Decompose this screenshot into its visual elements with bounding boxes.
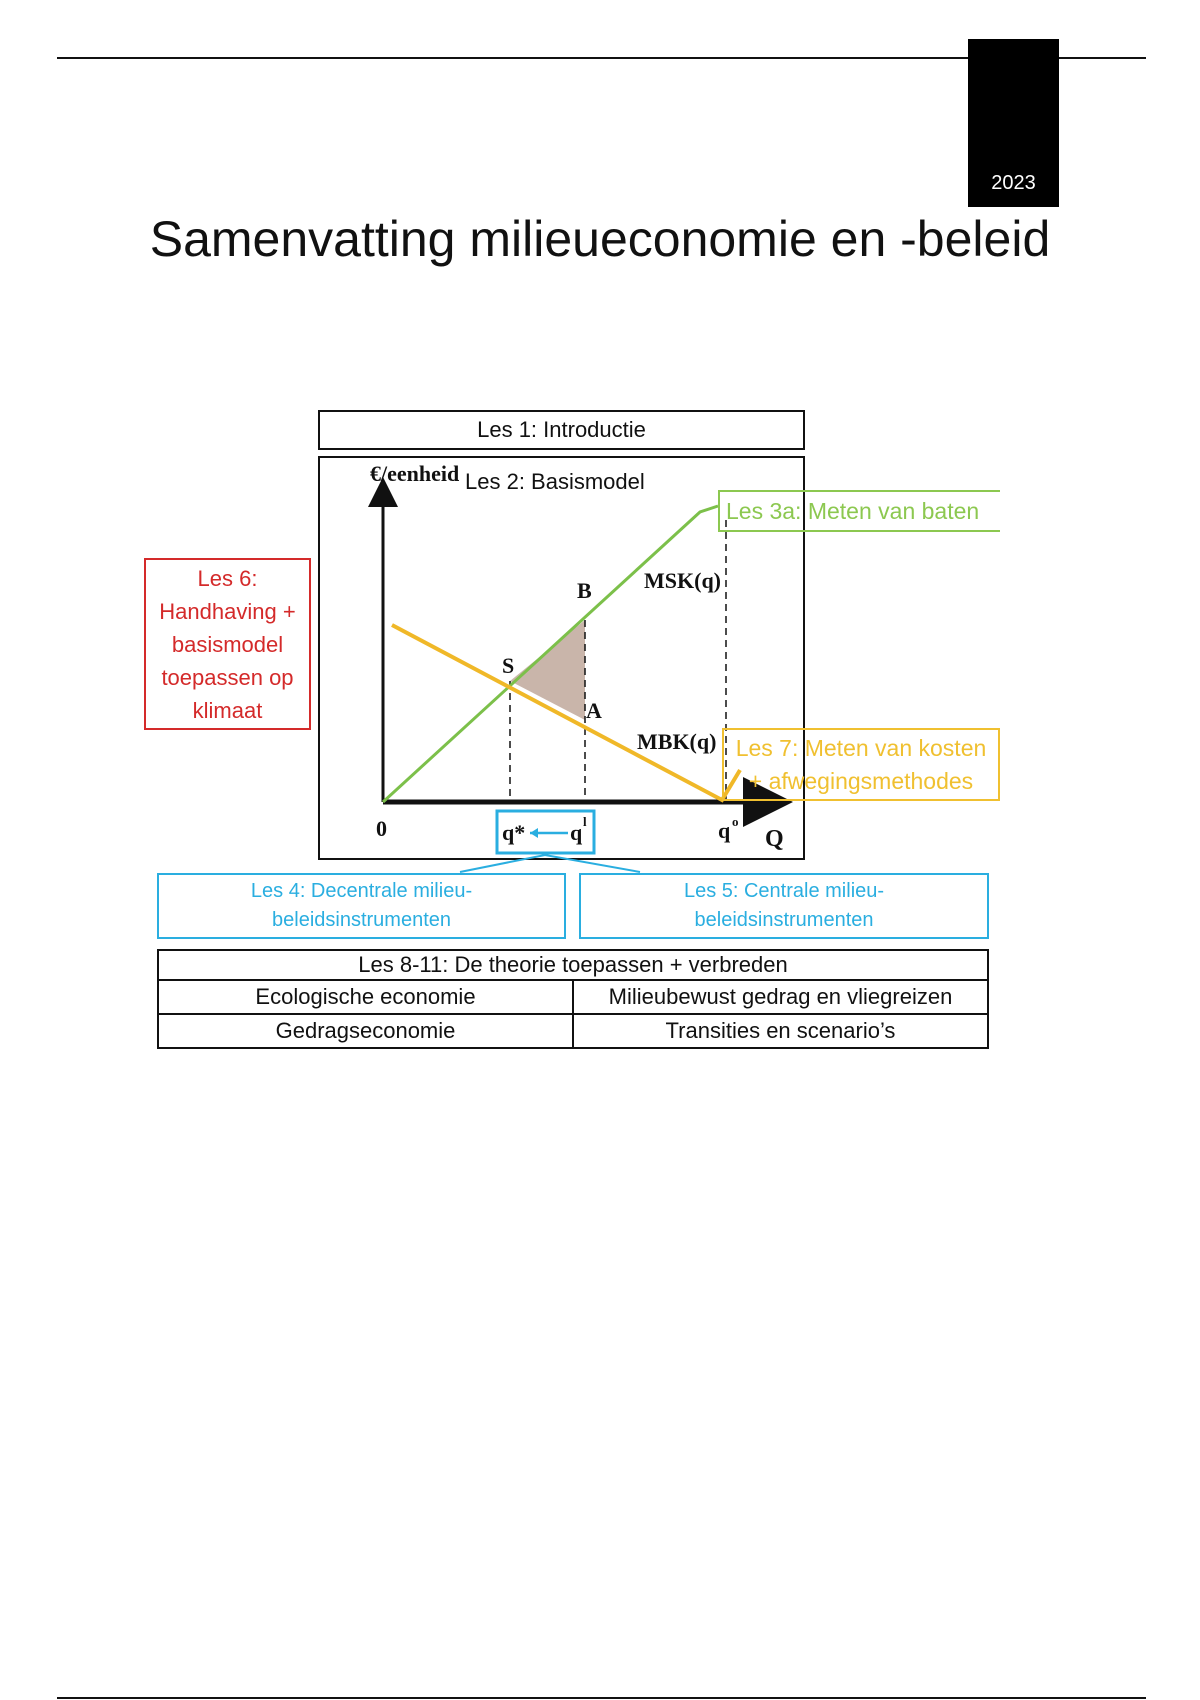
les1-box: Les 1: Introductie: [318, 410, 805, 450]
msk-line: [381, 504, 719, 804]
les4-line: beleidsinstrumenten: [272, 909, 451, 931]
footer-rule: [57, 1697, 1146, 1699]
q-zero-sup: o: [732, 814, 739, 829]
table-header: Les 8-11: De theorie toepassen + verbred…: [157, 949, 989, 981]
q-prime-sup: l: [583, 814, 587, 829]
les5-line: Les 5: Centrale milieu-: [683, 880, 885, 902]
les5-line: beleidsinstrumenten: [694, 909, 874, 931]
point-s-label: S: [502, 653, 514, 678]
les7-line: + afwegingsmethodes: [748, 767, 974, 794]
q-star-label: q*: [502, 820, 525, 845]
page-title: Samenvatting milieueconomie en -beleid: [149, 211, 1051, 267]
point-a-label: A: [586, 698, 602, 723]
les3a-label: Les 3a: Meten van baten: [726, 497, 980, 524]
welfare-loss-area: [510, 620, 585, 720]
y-axis-label: €/eenheid: [370, 461, 459, 486]
x-axis-label: Q: [765, 826, 784, 852]
table-row: Gedragseconomie Transities en scenario’s: [157, 1013, 989, 1049]
q-zero-label: q: [718, 818, 731, 843]
table-cell: Transities en scenario’s: [572, 1013, 989, 1049]
les1-label: Les 1: Introductie: [477, 417, 646, 442]
table-cell: Ecologische economie: [157, 979, 574, 1015]
table-cell: Milieubewust gedrag en vliegreizen: [572, 979, 989, 1015]
mbk-label: MBK(q): [637, 729, 716, 754]
point-b-label: B: [577, 578, 592, 603]
les6-line: Handhaving +: [159, 598, 296, 624]
les5-box: Les 5: Centrale milieu-beleidsinstrument…: [579, 873, 989, 939]
les8-11-table: Les 8-11: De theorie toepassen + verbred…: [157, 949, 989, 1049]
graph-frame: [318, 456, 805, 860]
table-row: Ecologische economie Milieubewust gedrag…: [157, 979, 989, 1015]
les7-box: Les 7: Meten van kosten + afwegingsmetho…: [722, 728, 1000, 801]
les6-line: klimaat: [192, 697, 263, 723]
les3a-box: Les 3a: Meten van baten: [718, 490, 1000, 532]
header-rule: [57, 57, 1146, 59]
les4-box: Les 4: Decentrale milieu-beleidsinstrume…: [157, 873, 566, 939]
origin-label: 0: [376, 816, 387, 841]
les6-line: basismodel: [171, 631, 284, 657]
connector-les4: [459, 853, 641, 873]
year-label: 2023: [991, 172, 1036, 194]
msk-label: MSK(q): [644, 568, 721, 593]
les2-label: Les 2: Basismodel: [465, 469, 645, 494]
table-cell: Gedragseconomie: [157, 1013, 574, 1049]
les4-line: Les 4: Decentrale milieu-: [250, 880, 473, 902]
les6-line: toepassen op: [161, 664, 294, 690]
year-block: 2023: [968, 39, 1059, 207]
q-box: [495, 809, 596, 855]
q-prime-label: q: [570, 820, 583, 845]
les6-line: Les 6:: [197, 565, 258, 591]
les6-box: Les 6: Handhaving + basismodel toepassen…: [144, 558, 311, 730]
les7-line: Les 7: Meten van kosten: [735, 734, 987, 761]
